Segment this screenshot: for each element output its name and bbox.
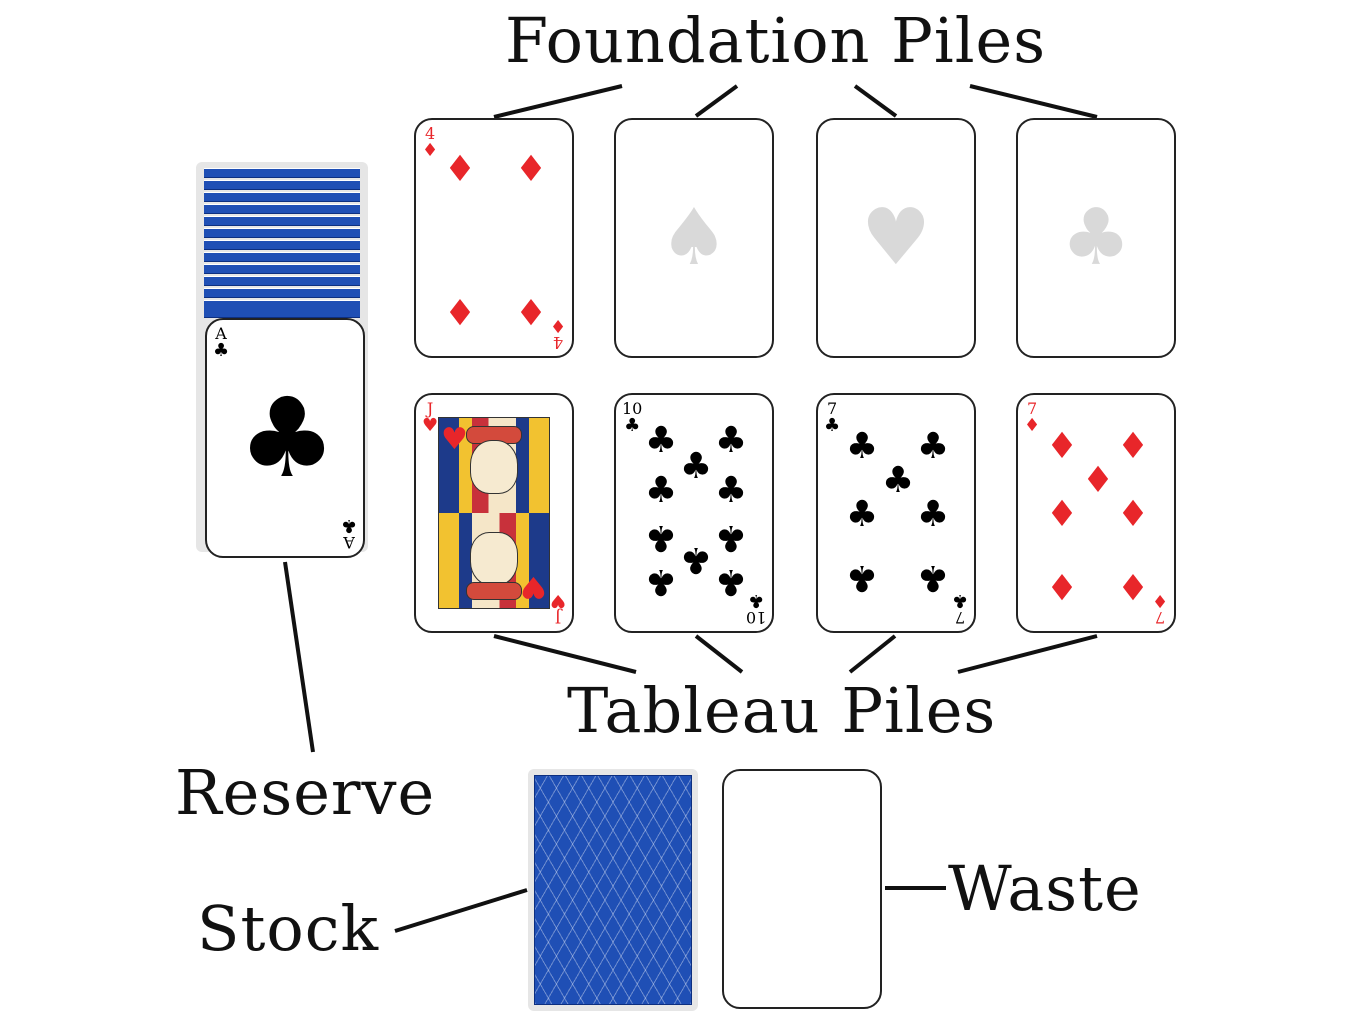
card-index-top: 7♣ [824, 399, 841, 436]
card-index-bottom: 4♦ [549, 315, 566, 352]
reserve-card-back [204, 300, 360, 318]
reserve-card-back [204, 252, 360, 262]
tableau-connector-1 [493, 634, 637, 674]
club-icon: ♣ [1061, 193, 1131, 283]
tableau-pile-2[interactable]: 10♣ ♣ ♣ ♣ ♣ ♣ ♣ ♣ ♣ ♣ ♣ 10♣ [614, 393, 774, 633]
club-icon: ♣ [644, 561, 678, 602]
club-icon: ♣ [714, 517, 748, 558]
diamond-icon: ♦ [1116, 426, 1150, 467]
club-icon: ♣ [237, 374, 337, 502]
foundation-pile-1[interactable]: 4♦ ♦ ♦ ♦ ♦ 4♦ [414, 118, 574, 358]
reserve-card-back [204, 216, 360, 226]
reserve-top-card[interactable]: A♣ ♣ A♣ [205, 318, 365, 558]
club-icon: ♣ [845, 426, 879, 467]
card-index-bottom: A♣ [340, 515, 357, 552]
foundation-connector-2 [694, 84, 739, 118]
card-index-top: J♥ [422, 399, 439, 436]
diamond-icon: ♦ [1045, 494, 1079, 535]
diamond-icon: ♦ [1116, 565, 1150, 606]
card-index-bottom: 10♣ [745, 590, 766, 627]
heart-icon: ♥ [520, 569, 547, 604]
tableau-pile-1[interactable]: J♥ ♥ ♥ J♥ [414, 393, 574, 633]
diamond-icon: ♦ [443, 149, 477, 190]
club-icon: ♣ [916, 494, 950, 535]
reserve-card-back [204, 228, 360, 238]
card-index-bottom: J♥ [549, 590, 566, 627]
foundation-pile-2[interactable]: ♠ [614, 118, 774, 358]
heart-icon: ♥ [441, 422, 468, 457]
club-icon: ♣ [714, 470, 748, 511]
jack-head-bottom [470, 532, 518, 586]
club-icon: ♣ [644, 470, 678, 511]
reserve-card-back [204, 168, 360, 178]
club-icon: ♣ [881, 460, 915, 501]
card-index-top: 4♦ [422, 124, 439, 161]
reserve-card-back [204, 204, 360, 214]
club-icon: ♣ [679, 539, 713, 580]
card-index-top: A♣ [213, 324, 230, 361]
diamond-icon: ♦ [1045, 426, 1079, 467]
diamond-icon: ♦ [1116, 494, 1150, 535]
reserve-card-back [204, 288, 360, 298]
tableau-connector-4 [957, 634, 1098, 674]
club-icon: ♣ [714, 420, 748, 461]
diamond-icon: ♦ [443, 290, 477, 331]
reserve-card-back [204, 264, 360, 274]
reserve-card-back [204, 180, 360, 190]
club-icon: ♣ [714, 561, 748, 602]
spade-icon: ♠ [659, 193, 729, 283]
jack-face-artwork: ♥ ♥ [438, 417, 550, 609]
jack-head-top [470, 440, 518, 494]
club-icon: ♣ [916, 426, 950, 467]
foundation-connector-4 [969, 84, 1098, 119]
foundation-pile-3[interactable]: ♥ [816, 118, 976, 358]
foundation-pile-4[interactable]: ♣ [1016, 118, 1176, 358]
card-back-pattern [534, 775, 692, 1005]
diamond-icon: ♦ [514, 149, 548, 190]
waste-pile[interactable] [722, 769, 882, 1009]
reserve-card-back [204, 192, 360, 202]
reserve-label: Reserve [175, 756, 436, 829]
jack-hat-bottom [466, 582, 522, 600]
foundation-connector-3 [853, 84, 898, 118]
card-index-top: 7♦ [1024, 399, 1041, 436]
diamond-icon: ♦ [1045, 565, 1079, 606]
club-icon: ♣ [916, 557, 950, 598]
card-index-bottom: 7♦ [1151, 590, 1168, 627]
card-index-top: 10♣ [622, 399, 643, 436]
club-icon: ♣ [845, 557, 879, 598]
tableau-label: Tableau Piles [567, 674, 997, 747]
diamond-icon: ♦ [1081, 460, 1115, 501]
waste-label: Waste [948, 852, 1142, 925]
reserve-card-back [204, 276, 360, 286]
foundation-label: Foundation Piles [505, 4, 1047, 77]
card-index-bottom: 7♣ [951, 590, 968, 627]
stock-pile[interactable] [528, 769, 698, 1011]
stock-label: Stock [197, 892, 380, 965]
club-icon: ♣ [845, 494, 879, 535]
club-icon: ♣ [644, 517, 678, 558]
club-icon: ♣ [679, 446, 713, 487]
reserve-connector [283, 561, 315, 753]
diamond-icon: ♦ [514, 290, 548, 331]
club-icon: ♣ [644, 420, 678, 461]
foundation-connector-1 [493, 84, 623, 119]
tableau-connector-3 [848, 634, 897, 674]
tableau-pile-4[interactable]: 7♦ ♦ ♦ ♦ ♦ ♦ ♦ ♦ 7♦ [1016, 393, 1176, 633]
heart-icon: ♥ [861, 193, 931, 283]
tableau-connector-2 [694, 634, 744, 674]
tableau-pile-3[interactable]: 7♣ ♣ ♣ ♣ ♣ ♣ ♣ ♣ 7♣ [816, 393, 976, 633]
stock-connector [394, 888, 528, 933]
reserve-card-back [204, 240, 360, 250]
